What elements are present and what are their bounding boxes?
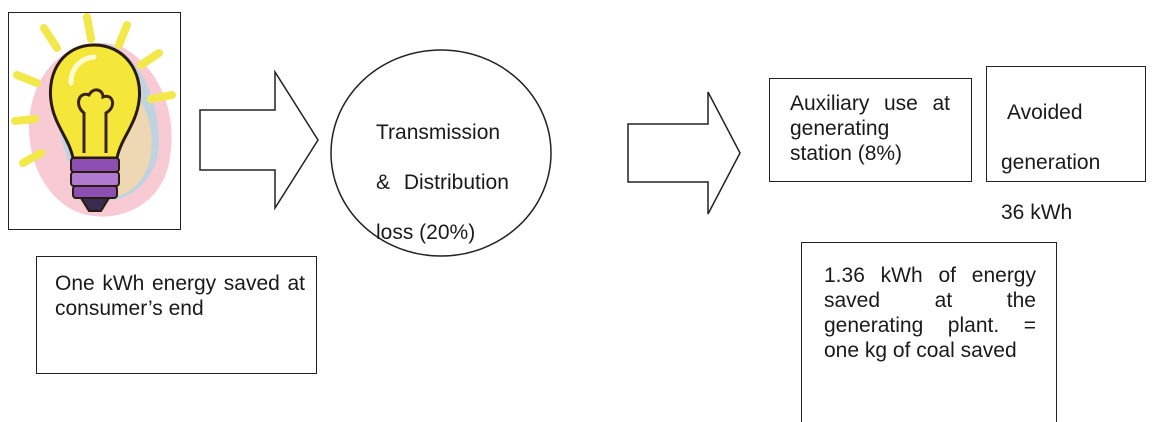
avoided-line-2: generation	[1001, 151, 1101, 174]
td-loss-line-1: Transmission	[376, 121, 501, 144]
avoided-generation-text: Avoided generation 36 kWh	[1001, 75, 1141, 250]
light-bulb-frame	[8, 12, 181, 230]
avoided-generation-box: Avoided generation 36 kWh	[986, 66, 1146, 224]
avoided-line-1: Avoided	[1007, 101, 1083, 124]
consumer-savings-box: One kWh energy saved at consumer’s end	[36, 256, 317, 374]
generating-plant-box: 1.36 kWh of energy saved at the generati…	[801, 242, 1057, 422]
auxiliary-use-box: Auxiliary use at generating station (8%)	[769, 78, 972, 182]
auxiliary-use-text: Auxiliary use at generating station (8%)	[790, 92, 950, 165]
td-loss-line-2: & Distribution	[376, 171, 509, 194]
consumer-savings-text: One kWh energy saved at consumer’s end	[55, 272, 305, 320]
td-loss-label: Transmission & Distribution loss (20%)	[376, 95, 556, 270]
td-loss-line-3: loss (20%)	[376, 221, 476, 244]
generating-plant-text: 1.36 kWh of energy saved at the generati…	[824, 264, 1036, 362]
light-bulb-icon	[11, 13, 176, 217]
avoided-line-3: 36 kWh	[1001, 201, 1073, 224]
